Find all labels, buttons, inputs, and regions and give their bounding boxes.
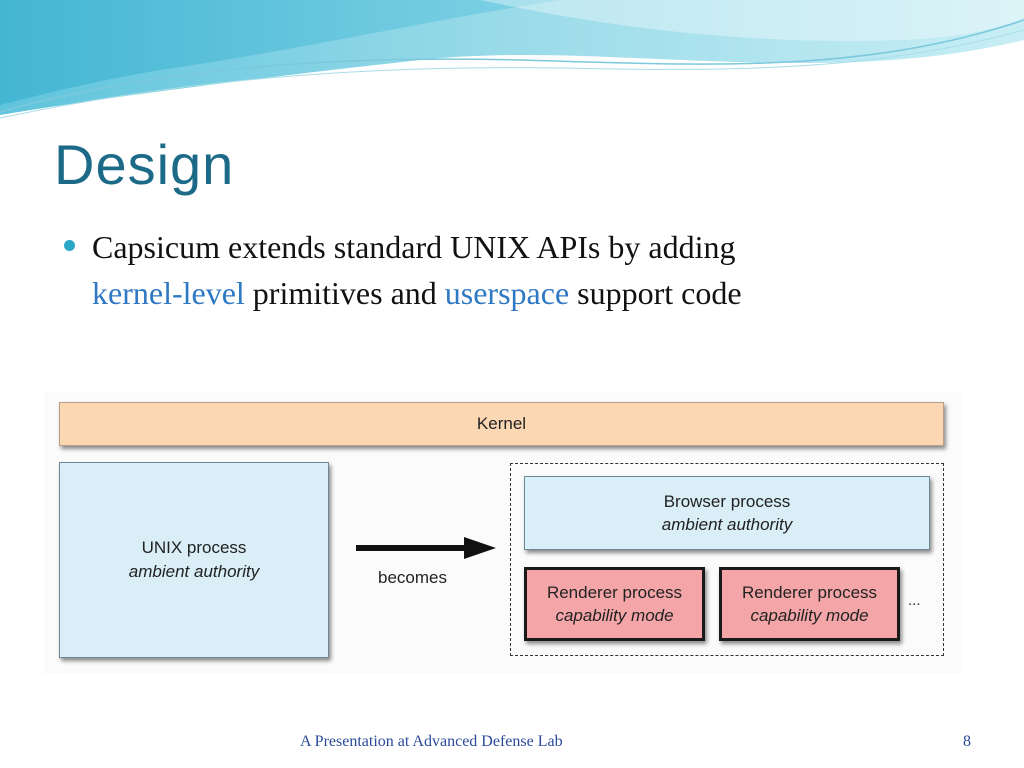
- highlight-kernel-level: kernel-level: [92, 275, 245, 311]
- unix-process-box: UNIX process ambient authority: [59, 462, 329, 658]
- page-number: 8: [963, 733, 971, 751]
- bullet-item: Capsicum extends standard UNIX APIs by a…: [64, 224, 964, 316]
- bullet-line-1: Capsicum extends standard UNIX APIs by a…: [92, 229, 735, 265]
- browser-process-box: Browser process ambient authority: [524, 476, 930, 550]
- bullet-text: Capsicum extends standard UNIX APIs by a…: [92, 224, 964, 316]
- slide-title: Design: [54, 132, 234, 197]
- renderer-process-mode: capability mode: [750, 604, 868, 627]
- unix-process-label: UNIX process: [142, 536, 247, 560]
- unix-process-mode: ambient authority: [129, 560, 259, 584]
- more-processes-ellipsis: ...: [908, 592, 921, 609]
- renderer-process-box: Renderer process capability mode: [719, 567, 900, 641]
- capsicum-diagram: Kernel UNIX process ambient authority be…: [44, 392, 962, 674]
- becomes-label: becomes: [378, 568, 447, 588]
- kernel-box: Kernel: [59, 402, 944, 446]
- browser-process-mode: ambient authority: [662, 513, 792, 536]
- renderer-process-box: Renderer process capability mode: [524, 567, 705, 641]
- kernel-label: Kernel: [477, 414, 526, 434]
- browser-process-label: Browser process: [664, 490, 791, 513]
- highlight-userspace: userspace: [445, 275, 569, 311]
- renderer-process-mode: capability mode: [555, 604, 673, 627]
- bullet-mid-text: primitives and: [245, 275, 445, 311]
- renderer-process-label: Renderer process: [547, 581, 682, 604]
- renderer-process-label: Renderer process: [742, 581, 877, 604]
- bullet-end-text: support code: [569, 275, 741, 311]
- bullet-dot-icon: [64, 240, 75, 251]
- header-wave-decoration: [0, 0, 1024, 130]
- footer-text: A Presentation at Advanced Defense Lab: [300, 733, 563, 751]
- becomes-arrow-icon: [356, 537, 496, 559]
